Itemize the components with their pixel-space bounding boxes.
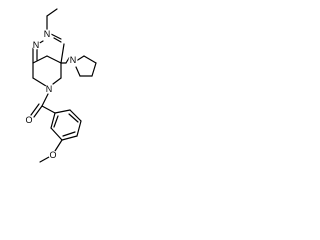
bonds-saturated-ring — [32, 62, 62, 87]
bonds-pyrrolidine — [72, 55, 97, 77]
atom-labels: N N N N O O — [24, 29, 78, 160]
pyrrolidine-n-label: N — [70, 55, 77, 65]
ring-n-label: N — [46, 84, 53, 94]
methoxy-o-label: O — [49, 150, 56, 160]
bonds-amide — [30, 93, 56, 118]
bonds-benzene — [50, 109, 82, 141]
bonds-methoxy — [39, 139, 63, 163]
pyrimidine-n-bottom-label: N — [33, 40, 40, 50]
pyrimidine-n-top-label: N — [44, 29, 51, 39]
chemical-structure: N N N N O O — [24, 8, 97, 163]
bonds-pyrimidine — [32, 8, 70, 64]
carbonyl-o-label: O — [25, 115, 32, 125]
